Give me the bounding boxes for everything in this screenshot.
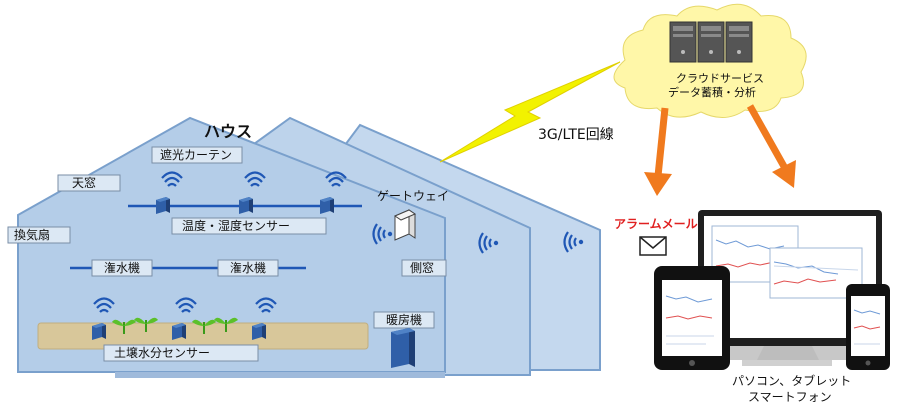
cloud-label-line1: クラウドサービス [676,72,764,85]
side-window-label: 側窓 [410,260,434,275]
soil-moisture-sensor-label: 土壌水分センサー [114,346,210,360]
shade-curtain-box [151,146,243,164]
side-window-box [401,259,447,277]
ventilation-fan-label: 換気扇 [14,227,50,242]
mail-icon [639,236,667,256]
skylight-label: 天窓 [72,175,96,190]
irrigator-1-box [91,259,153,277]
arrow-to-alarm-icon [644,107,672,196]
tablet-device [654,266,730,370]
heater-label: 暖房機 [386,312,422,327]
irrigator-2-box [217,259,279,277]
arrow-to-devices-icon [746,104,796,188]
cloud-label-line2: データ蓄積・分析 [668,85,756,99]
monitor-device [698,210,882,366]
devices-caption-line1: パソコン、タブレット [732,373,851,388]
temp-humidity-sensor-box [171,217,327,235]
heater-device [391,328,415,368]
soil-moisture-sensor-box [103,344,259,362]
network-link-label: 3G/LTE回線 [538,127,614,143]
skylight-box [57,174,121,192]
house-title: ハウス [204,122,252,141]
house-main [17,116,446,373]
lightning-link-icon [439,61,621,163]
gateway-device [393,209,417,241]
irrigator-1-label: 潅水機 [104,260,140,275]
heater-box [373,311,435,329]
smartphone-device [846,284,890,370]
alarm-mail-label: アラームメール [614,217,698,231]
server-icon [669,21,753,63]
gateway-label: ゲートウェイ [377,189,449,203]
devices-caption-line2: スマートフォン [748,390,832,404]
temp-humidity-sensor-label: 温度・湿度センサー [182,218,290,233]
ventilation-fan-box [7,226,71,244]
house-main-side [115,372,445,378]
irrigator-2-label: 潅水機 [230,260,266,275]
shade-curtain-label: 遮光カーテン [160,147,232,162]
